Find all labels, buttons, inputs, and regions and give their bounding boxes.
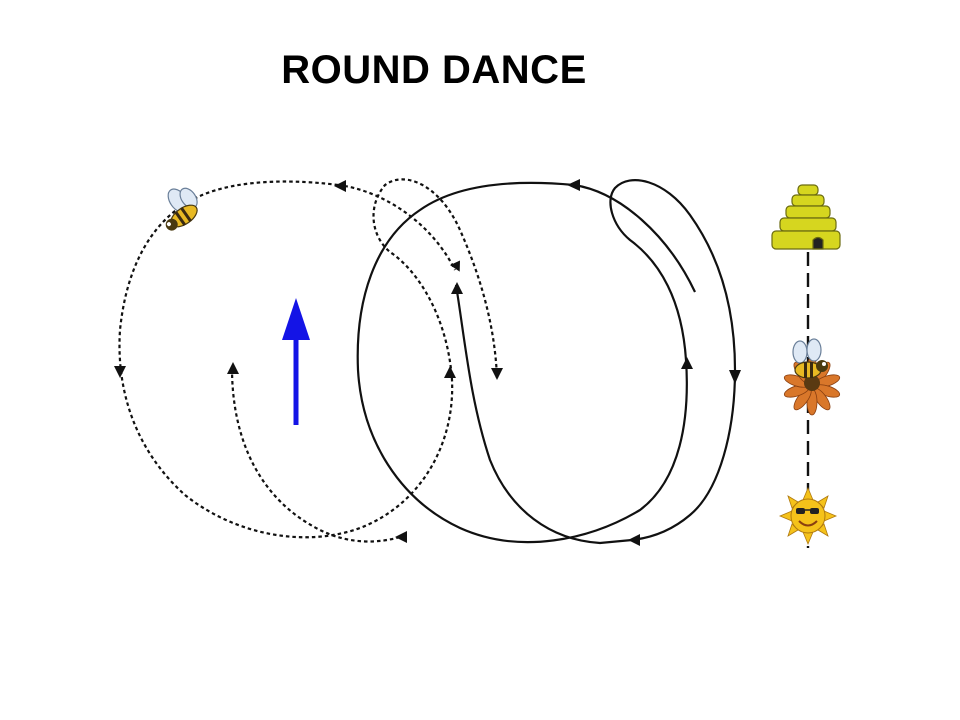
dashed-arrow-upper [450,260,460,272]
dashed-arrow-bottom [395,531,407,543]
solid-arrow-inner-right [681,357,693,369]
dashed-arrow-inner [227,362,239,374]
beehive-icon [771,184,841,250]
solid-path-arrows [451,179,741,546]
direction-arrow [282,298,310,425]
bee-on-flower-icon [783,338,841,416]
solid-arrow-bottom [628,534,640,546]
diagram-title: ROUND DANCE [281,48,587,92]
dashed-arrow-right [491,368,503,380]
solid-arrow-right [729,370,741,384]
dashed-arrow-top [334,180,346,192]
sun-icon [778,486,838,546]
dashed-arrow-left [114,366,126,378]
bee-icon [165,187,198,231]
dashed-arrow-mid [444,366,456,378]
solid-arrow-top [567,179,580,191]
solid-arrow-inner-left [451,282,463,294]
dashed-path-arrows [114,180,503,543]
dashed-dance-path [118,178,499,543]
solid-dance-path [356,179,737,545]
